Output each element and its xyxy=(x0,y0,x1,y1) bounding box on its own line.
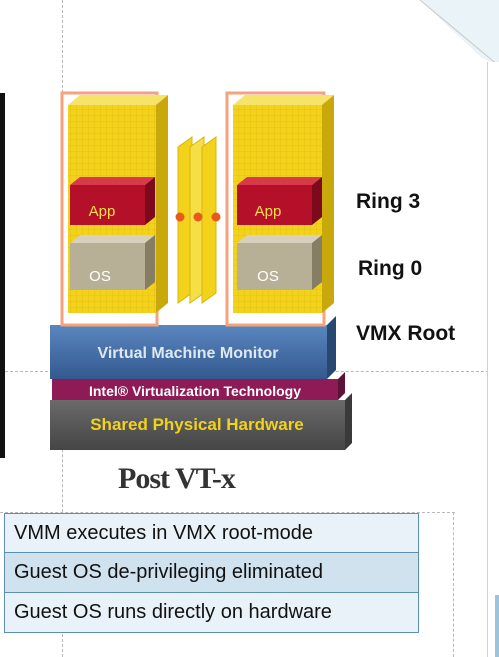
panel-edge xyxy=(420,0,499,67)
diagram-caption: Post VT-x xyxy=(118,462,236,495)
os-label: OS xyxy=(257,268,279,285)
vm-right: App OS xyxy=(225,91,334,327)
hardware-label: Shared Physical Hardware xyxy=(90,415,304,434)
ellipsis-dots xyxy=(175,212,221,222)
vm-left: App OS xyxy=(60,91,168,327)
vmm-label: Virtual Machine Monitor xyxy=(97,345,278,362)
panel-edge xyxy=(495,595,499,657)
guide-line-vertical xyxy=(453,512,454,657)
table-row: Guest OS de-privileging eliminated xyxy=(4,553,419,593)
table-row: Guest OS runs directly on hardware xyxy=(4,593,419,633)
ring-0-label: Ring 0 xyxy=(358,257,423,280)
virtualization-diagram: Shared Physical Hardware Intel® Virtuali… xyxy=(50,91,352,450)
feature-table: VMM executes in VMX root-mode Guest OS d… xyxy=(4,513,419,633)
hardware-layer: Shared Physical Hardware xyxy=(50,393,352,450)
table-cell: Guest OS de-privileging eliminated xyxy=(14,561,324,583)
vt-label: Intel® Virtualization Technology xyxy=(89,383,301,399)
table-cell: Guest OS runs directly on hardware xyxy=(14,601,332,623)
guide-line-horizontal xyxy=(0,512,455,513)
app-label: App xyxy=(89,203,116,220)
vmm-layer: Virtual Machine Monitor xyxy=(50,316,336,379)
left-slide-edge xyxy=(0,93,5,458)
table-row: VMM executes in VMX root-mode xyxy=(4,513,419,553)
table-cell: VMM executes in VMX root-mode xyxy=(14,521,313,544)
panel-edge xyxy=(487,62,499,657)
os-label: OS xyxy=(89,268,111,285)
ring-3-label: Ring 3 xyxy=(356,190,421,213)
vmx-root-label: VMX Root xyxy=(356,322,456,345)
app-label: App xyxy=(255,203,282,220)
vm-slices xyxy=(177,136,217,304)
